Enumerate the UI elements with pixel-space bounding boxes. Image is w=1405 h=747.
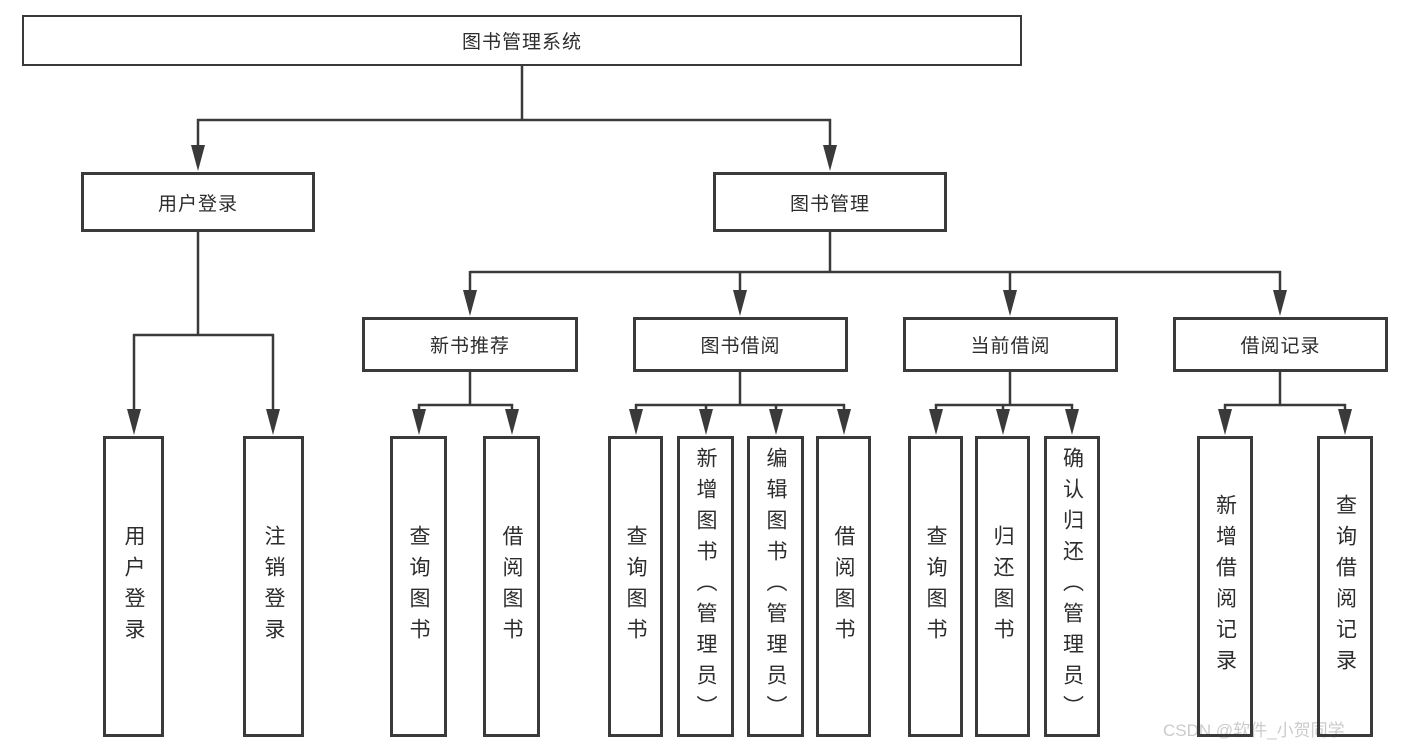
leaf-confirm-return-admin: 确认归还（管理员） bbox=[1044, 436, 1100, 737]
node-label: 新书推荐 bbox=[429, 336, 510, 357]
node-label: 用户登录 bbox=[157, 193, 238, 215]
node-label: 确认归还（管理员） bbox=[1060, 447, 1084, 726]
leaf-query-books-recommend: 查询图书 bbox=[390, 436, 447, 737]
leaf-query-books-current: 查询图书 bbox=[908, 436, 963, 737]
leaf-user-login: 用户登录 bbox=[103, 436, 164, 737]
node-current-borrowing: 当前借阅 bbox=[903, 317, 1118, 372]
arrowheads bbox=[127, 145, 1352, 435]
node-book-borrowing: 图书借阅 bbox=[633, 317, 848, 372]
node-label: 新增图书（管理员） bbox=[694, 447, 717, 726]
leaf-edit-book-admin: 编辑图书（管理员） bbox=[747, 436, 804, 737]
node-label: 图书管理 bbox=[789, 193, 870, 215]
leaf-add-borrow-record: 新增借阅记录 bbox=[1197, 436, 1253, 737]
node-user-login-branch: 用户登录 bbox=[81, 172, 315, 232]
leaf-query-books-borrowing: 查询图书 bbox=[608, 436, 663, 737]
leaf-add-book-admin: 新增图书（管理员） bbox=[677, 436, 734, 737]
node-label: 注销登录 bbox=[262, 524, 285, 649]
node-label: 用户登录 bbox=[122, 524, 145, 649]
node-label: 查询借阅记录 bbox=[1333, 493, 1357, 680]
node-label: 借阅记录 bbox=[1240, 336, 1321, 357]
leaf-borrow-books: 借阅图书 bbox=[816, 436, 871, 737]
leaf-borrow-books-recommend: 借阅图书 bbox=[483, 436, 540, 737]
node-label: 借阅图书 bbox=[832, 524, 855, 649]
node-label: 图书借阅 bbox=[700, 336, 781, 357]
node-label: 查询图书 bbox=[407, 524, 430, 649]
node-book-management-branch: 图书管理 bbox=[713, 172, 947, 232]
node-label: 新增借阅记录 bbox=[1213, 493, 1237, 680]
node-label: 借阅图书 bbox=[500, 524, 523, 649]
node-label: 当前借阅 bbox=[970, 336, 1051, 357]
node-new-book-recommendation: 新书推荐 bbox=[362, 317, 578, 372]
node-label: 编辑图书（管理员） bbox=[764, 447, 787, 726]
node-label: 归还图书 bbox=[991, 524, 1014, 649]
leaf-query-borrow-record: 查询借阅记录 bbox=[1317, 436, 1373, 737]
leaf-logout: 注销登录 bbox=[243, 436, 304, 737]
leaf-return-book: 归还图书 bbox=[975, 436, 1030, 737]
node-library-management-system: 图书管理系统 bbox=[22, 15, 1022, 66]
node-label: 查询图书 bbox=[624, 524, 647, 649]
node-borrowing-records: 借阅记录 bbox=[1173, 317, 1388, 372]
node-label: 查询图书 bbox=[924, 524, 947, 649]
node-label: 图书管理系统 bbox=[461, 32, 582, 53]
